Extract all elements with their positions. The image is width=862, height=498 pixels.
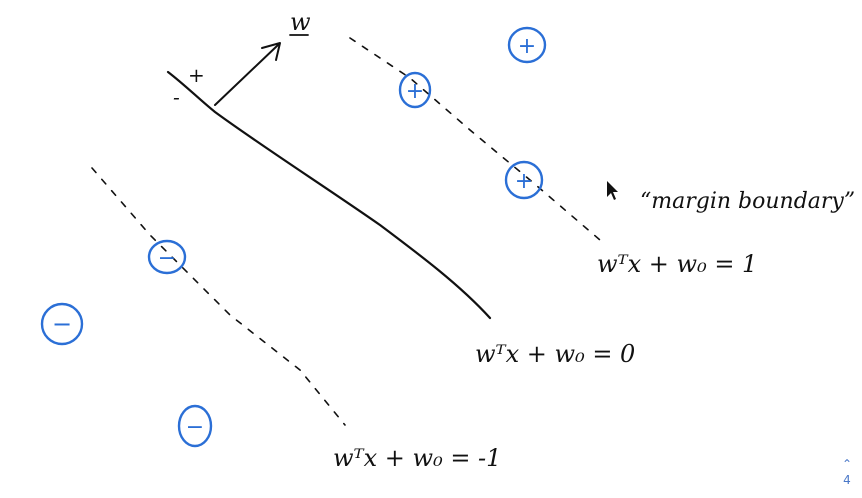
w-vector-label: w [290,8,311,36]
svg-text:+: + [518,34,536,59]
support-vector-positive: + [398,71,432,109]
svg-text:−: − [158,246,176,271]
negative-point: − [177,404,213,448]
svg-text:+: + [515,169,533,194]
lower-margin-line [91,167,346,426]
equation-decision-boundary: wᵀx + w₀ = 0 [475,340,635,368]
page-number: 4 [843,473,851,487]
margin-boundary-note: “margin boundary” [640,189,855,214]
svg-text:−: − [52,310,72,338]
equation-upper-margin: wᵀx + w₀ = 1 [597,250,757,278]
equation-lower-margin: wᵀx + w₀ = -1 [333,444,501,472]
w-arrow-shaft [214,44,279,106]
support-vector-positive: + [504,160,544,200]
upper-margin-line [349,37,601,241]
negative-point: − [40,302,84,346]
chevron-up-icon[interactable]: ⌃ [841,457,852,471]
positive-point: + [507,26,547,64]
minus-side-label: - [173,85,180,109]
svg-text:+: + [406,79,424,104]
svg-text:−: − [186,415,204,440]
mouse-cursor-icon [607,181,618,200]
w-arrow-head [261,42,281,61]
decision-boundary-line [166,70,492,320]
plus-side-label: + [188,63,205,87]
page-navigator: ⌃ 4 [842,456,852,488]
support-vector-negative: − [147,239,187,275]
